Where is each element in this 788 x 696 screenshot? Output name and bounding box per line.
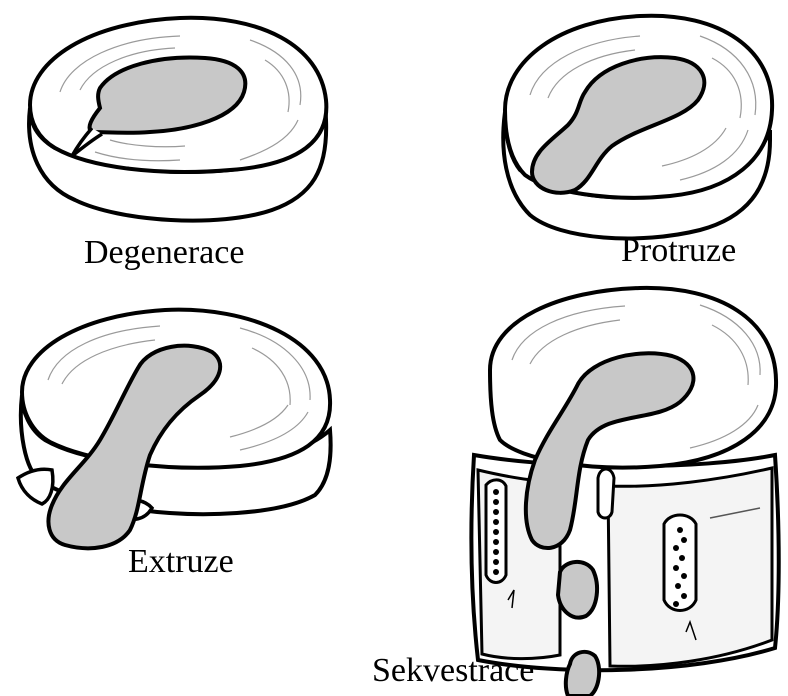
small-cleft — [598, 469, 614, 518]
foramen-dots-left — [493, 489, 499, 575]
label-protrusion: Protruze — [621, 234, 736, 268]
disc-sequestration — [471, 288, 778, 696]
label-sequestration: Sekvestrace — [372, 654, 534, 688]
disc-degeneration — [29, 18, 326, 221]
disc-extrusion — [18, 310, 331, 549]
torn-annulus-left — [18, 469, 53, 504]
disc-protrusion — [503, 16, 772, 239]
sequestered-fragment-1 — [558, 562, 597, 618]
label-extrusion: Extruze — [128, 545, 234, 579]
label-degeneration: Degenerace — [84, 236, 244, 270]
sequestered-fragment-2 — [566, 652, 599, 696]
